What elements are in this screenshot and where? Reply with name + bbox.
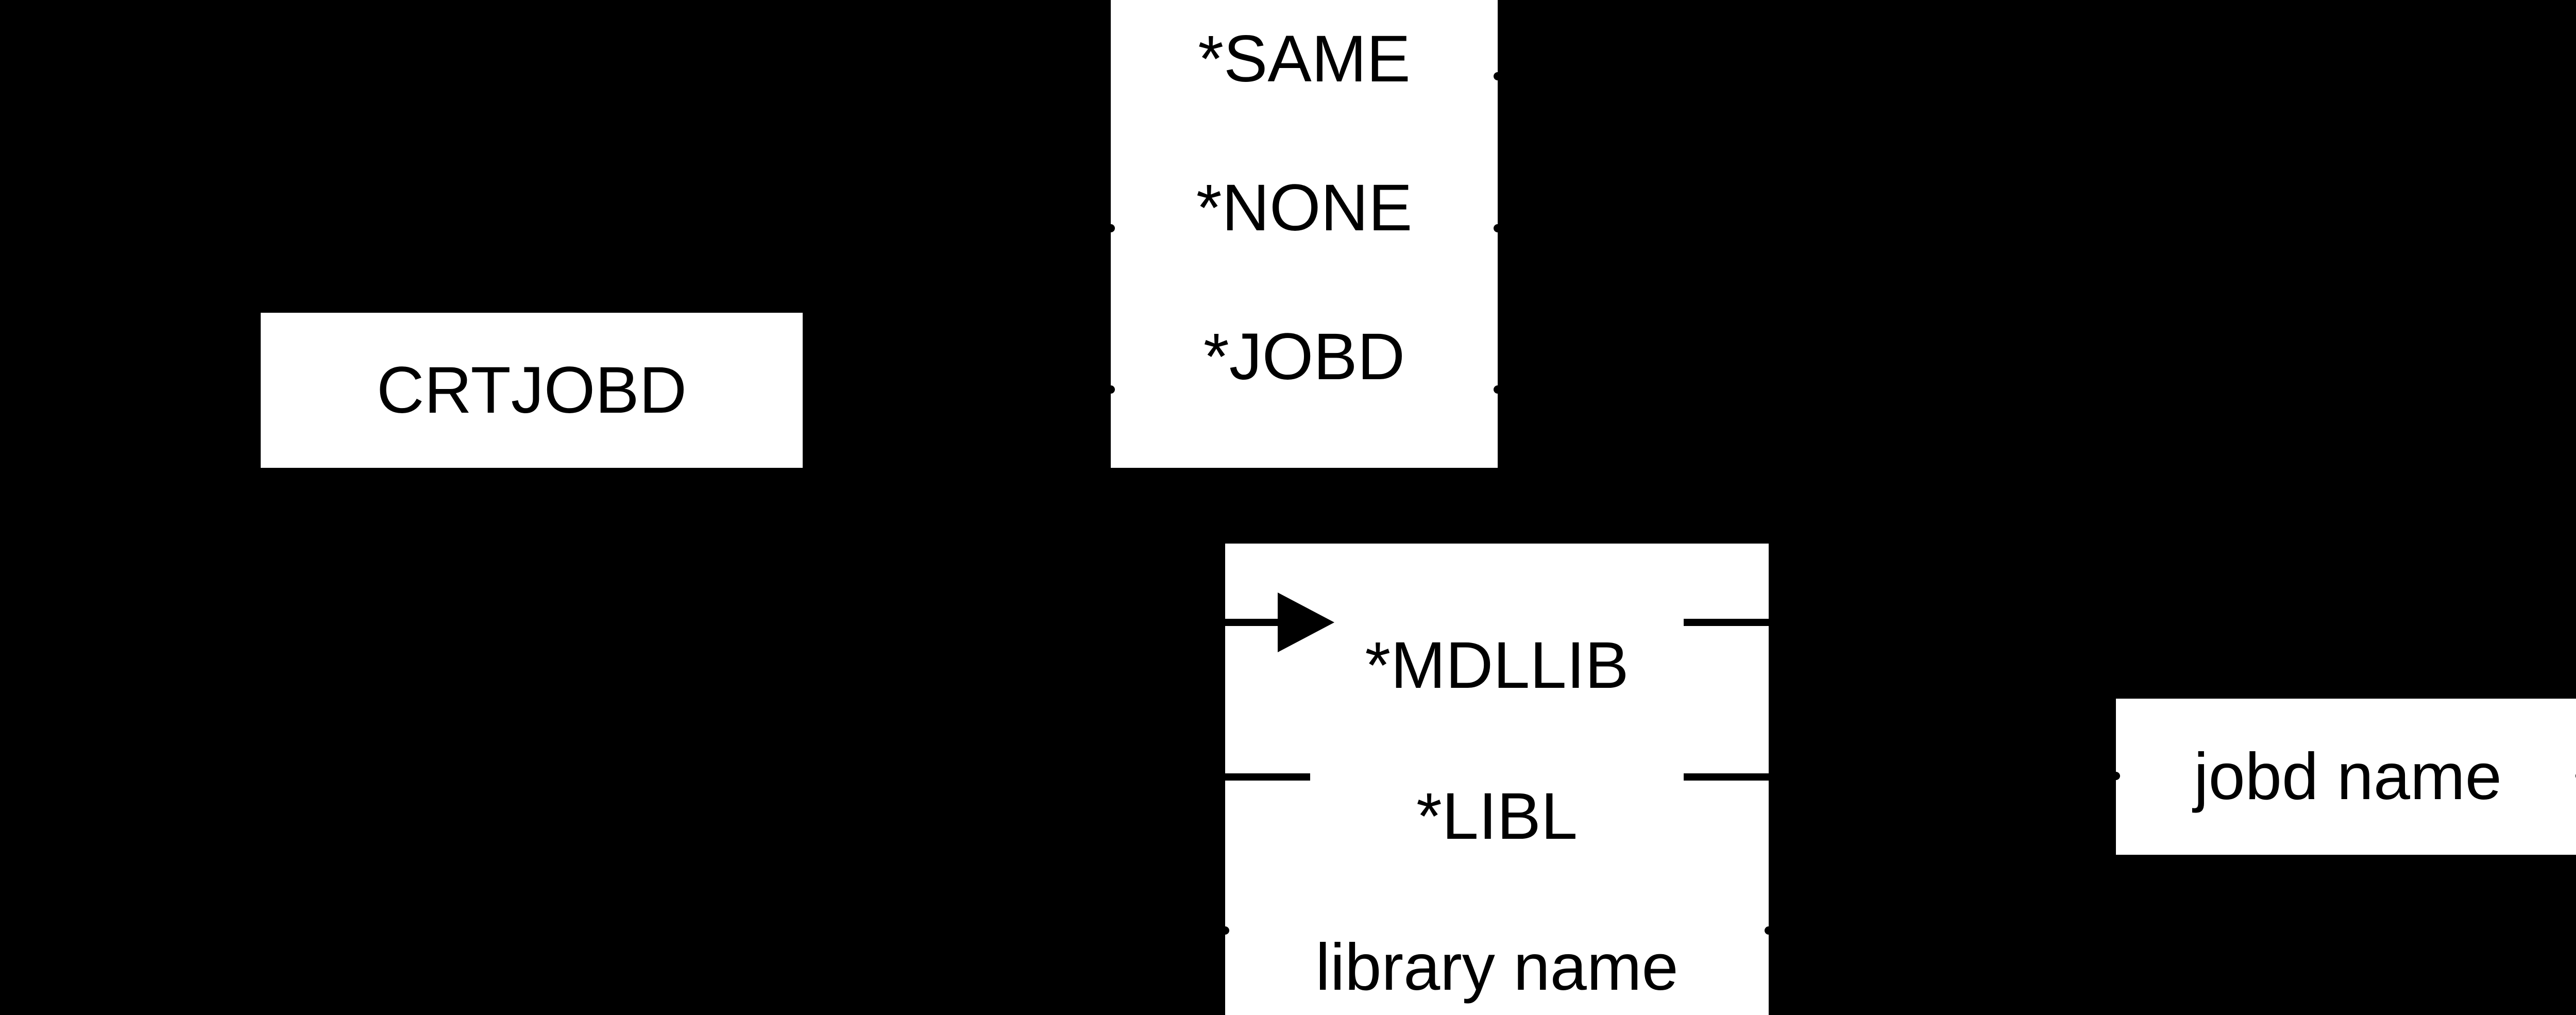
jobd-name-label: jobd name bbox=[2194, 739, 2502, 814]
jobd-choice-stack[interactable]: *SAME *NONE *JOBD bbox=[1111, 0, 1498, 468]
option-library-name-label: library name bbox=[1315, 931, 1679, 1005]
rail-stub-right-jobd bbox=[1494, 385, 1502, 394]
option-same-label: *SAME bbox=[1198, 22, 1411, 96]
arrow-right-icon bbox=[1278, 593, 1334, 652]
rail-stub-right-library-name bbox=[1765, 926, 1773, 935]
rail-stub-left-none bbox=[1107, 224, 1115, 232]
rail-in-libl bbox=[1225, 773, 1310, 781]
rail-stub-left-jobd bbox=[1107, 385, 1115, 394]
rail-stub-left-library-name bbox=[1221, 926, 1229, 935]
option-mdllib-label: *MDLLIB bbox=[1365, 628, 1629, 702]
option-libl-label: *LIBL bbox=[1416, 779, 1578, 853]
crtjobd-node[interactable]: CRTJOBD bbox=[261, 313, 803, 468]
rail-out-libl bbox=[1684, 773, 1769, 781]
option-none-label: *NONE bbox=[1196, 171, 1413, 245]
rail-in-mdllib bbox=[1225, 619, 1282, 626]
rail-stub-left-jobd-name bbox=[2112, 772, 2120, 780]
rail-out-mdllib bbox=[1684, 619, 1769, 626]
jobd-name-node[interactable]: jobd name bbox=[2116, 699, 2576, 855]
crtjobd-label: CRTJOBD bbox=[376, 353, 687, 427]
library-choice-stack[interactable]: *MDLLIB *LIBL library name bbox=[1225, 544, 1769, 1015]
rail-stub-right-none bbox=[1494, 224, 1502, 232]
rail-stub-right-same bbox=[1494, 72, 1502, 80]
option-jobd-label: *JOBD bbox=[1203, 320, 1405, 394]
